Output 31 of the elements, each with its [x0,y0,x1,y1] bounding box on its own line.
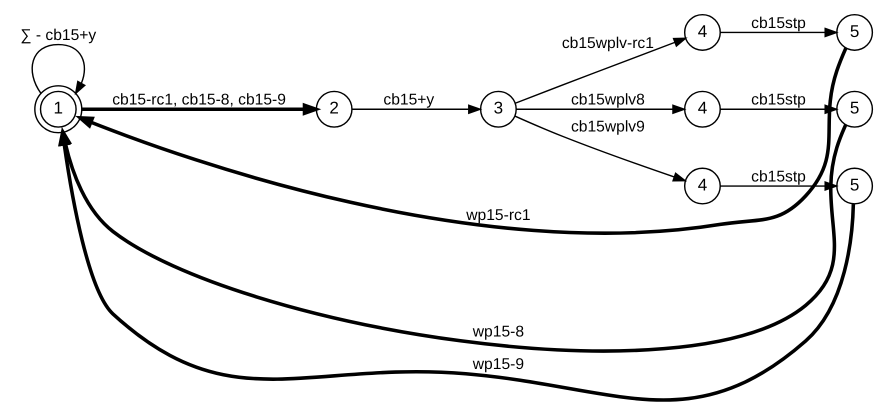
node-circle: 4 [684,167,721,204]
arrow [514,115,688,181]
arrow [514,37,688,104]
edge-label: wp15-9 [472,356,524,373]
node-circle: 4 [684,90,721,128]
node-circle: 3 [480,90,517,128]
arrow [82,102,322,116]
edge-label: cb15stp [751,91,806,108]
edge-label: cb15wplv9 [570,118,645,136]
edge-label: cb15wplv-rc1 [562,34,654,52]
arrow [720,104,839,114]
edge-label: cb15stp [751,14,806,32]
edge-label: cb15-rc1, cb15-8, cb15-9 [112,91,286,108]
node-circle: 2 [316,90,353,128]
node-circle: 5 [836,90,874,128]
arrow [720,26,839,37]
edge-label: wp15-rc1 [466,206,531,224]
edge-label: cb15+y [383,91,434,108]
arrow [352,104,482,114]
edge-label: cb15stp [751,168,806,185]
node-circle: 4 [684,13,721,50]
node-circle: 5 [836,167,874,204]
edge-label: cb15wplv8 [570,91,645,108]
arrow [75,47,848,234]
edge-label: wp15-8 [472,322,524,340]
node-circle: 1 [34,84,82,133]
arrow [32,43,86,95]
node-circle: 5 [836,13,874,50]
arrow [516,104,686,114]
arrow [720,180,839,191]
edge-label: ∑ - cb15+y [20,26,96,44]
